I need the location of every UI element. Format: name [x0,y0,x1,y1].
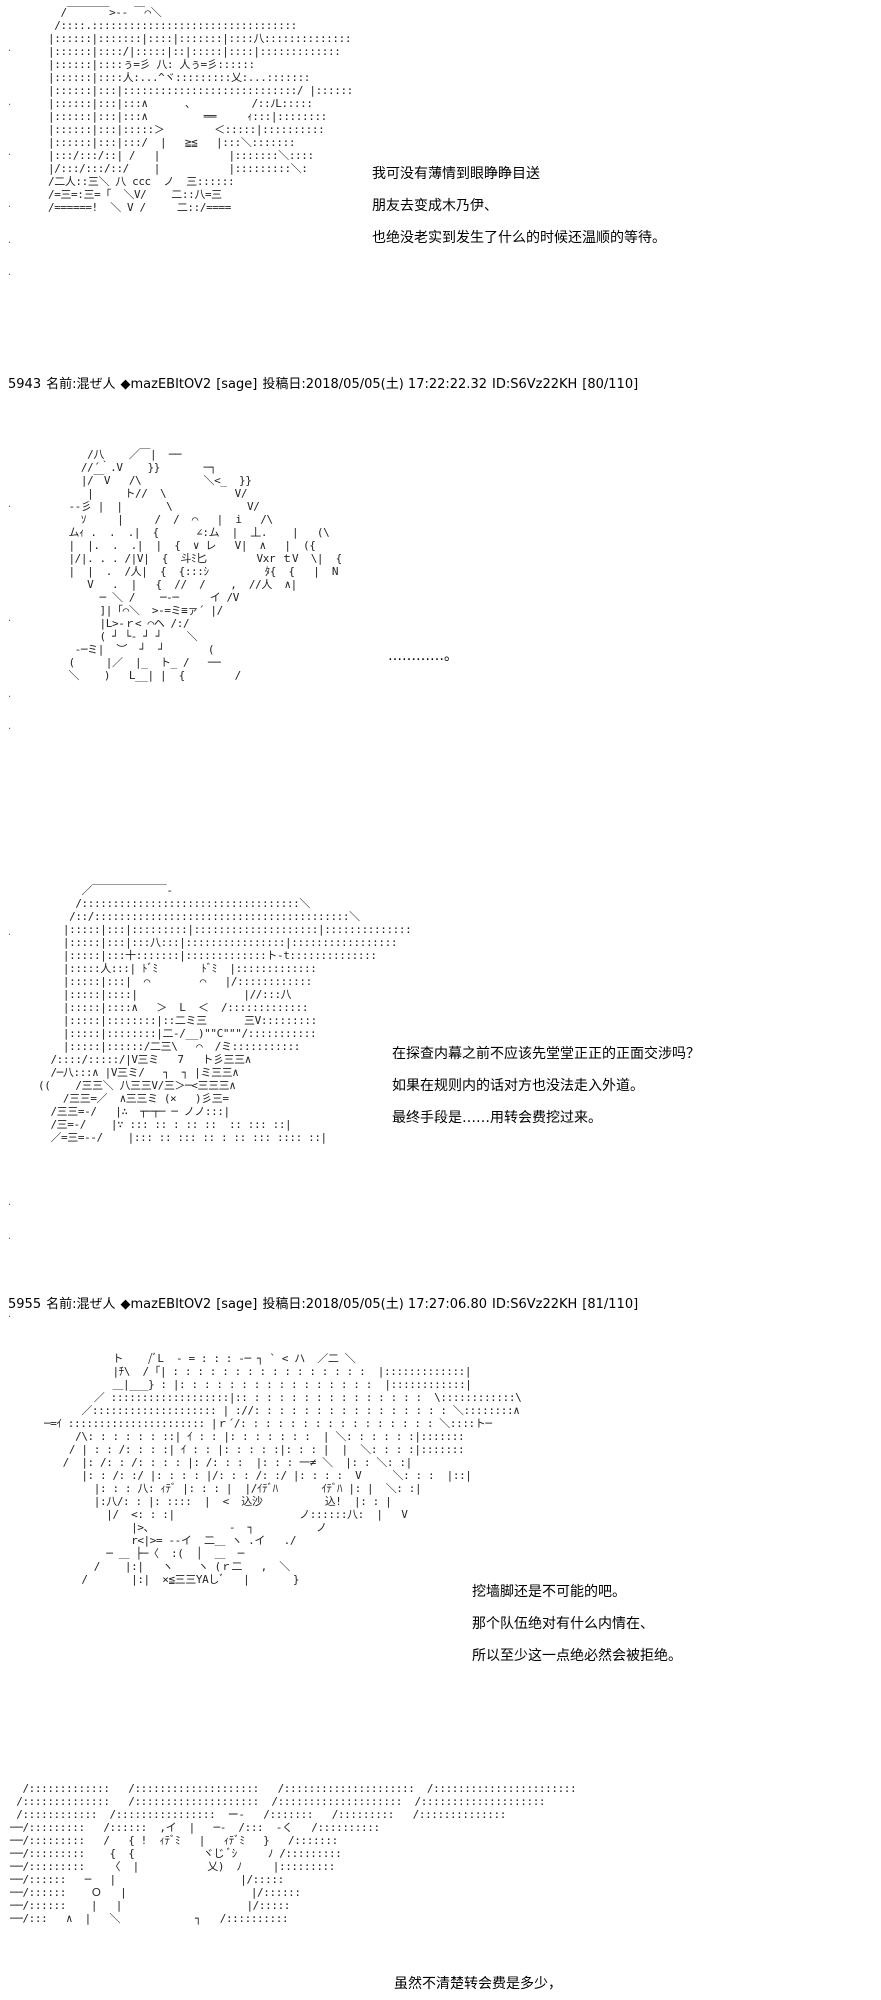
dialogue-panel-2: …………。 [388,640,458,672]
dialogue-line: 虽然不清楚转会费是多少， [394,1976,562,1992]
post-trip: ◆mazEBItOV2 [120,377,212,392]
post-count: [80/110] [582,377,639,392]
margin-dot: . [8,97,12,108]
ascii-art-panel-5: /::::::::::::: /:::::::::::::::::::: /::… [10,1782,577,1925]
dialogue-line: 如果在规则内的话对方也没法走入外道。 [392,1078,644,1094]
ascii-art-panel-1: /￣￣￣￣>-‐ ￣⌒＼ /::::.:::::::::::::::::::::… [48,6,353,214]
post-date-label: 投稿日: [262,377,306,392]
dialogue-line: …………。 [388,648,458,664]
dialogue-line: 也绝没老实到发生了什么的时候还温顺的等待。 [372,230,666,246]
margin-dot: . [8,499,12,510]
dialogue-line: 最终手段是……用转会费挖过来。 [392,1110,602,1126]
post-number: 5943 [8,377,42,392]
margin-dot: . [8,1309,12,1320]
post-number: 5955 [8,1297,42,1312]
margin-dot: . [8,613,12,624]
post-header: 5943 名前:混ぜ人 ◆mazEBItOV2 [sage] 投稿日:2018/05/0… [8,376,643,394]
dialogue-line: 那个队伍绝对有什么内情在、 [472,1616,654,1632]
margin-dot: . [8,199,12,210]
post-date: 2018/05/05(土) 17:22:22.32 [305,377,487,392]
post-name-label: 名前: [46,377,77,392]
post-author: 混ぜ人 [76,377,116,392]
post-mail: [sage] [216,1297,258,1312]
dialogue-line: 我可没有薄情到眼睁睁目送 [372,166,540,182]
margin-dot: . [8,267,12,278]
margin-dot: . [8,1231,12,1242]
post-date-label: 投稿日: [262,1297,306,1312]
ascii-art-panel-2: /八 ／￣| ── //´｀.V }} ─┐ |/￣V /\ ＼<_ }} | … [68,448,342,682]
dialogue-line: 朋友去变成木乃伊、 [372,198,498,214]
margin-dot: . [8,689,12,700]
dialogue-panel-3: 在探查内幕之前不应该先堂堂正正的正面交涉吗？ 如果在规则内的话对方也没法走入外道… [392,1038,700,1134]
margin-dot: . [8,1197,12,1208]
post-trip: ◆mazEBItOV2 [120,1297,212,1312]
post-id: ID:S6Vz22KH [491,377,578,392]
post-id: ID:S6Vz22KH [491,1297,578,1312]
margin-dot: . [8,235,12,246]
dialogue-panel-4: 挖墙脚还是不可能的吧。 那个队伍绝对有什么内情在、 所以至少这一点绝必然会被拒绝… [472,1576,682,1672]
dialogue-panel-1: 我可没有薄情到眼睁睁目送 朋友去变成木乃伊、 也绝没老实到发生了什么的时候还温顺… [372,158,666,254]
dialogue-line: 所以至少这一点绝必然会被拒绝。 [472,1648,682,1664]
post-header: 5955 名前:混ぜ人 ◆mazEBItOV2 [sage] 投稿日:2018/05/0… [8,1296,643,1314]
margin-dot: . [8,927,12,938]
post-count: [81/110] [582,1297,639,1312]
post-mail: [sage] [216,377,258,392]
margin-dot: . [8,147,12,158]
post-date: 2018/05/05(土) 17:27:06.80 [305,1297,487,1312]
ascii-art-panel-3: ／￣￣￣￣￣￣￣- /:::::::::::::::::::::::::::::… [38,884,412,1144]
dialogue-line: 挖墙脚还是不可能的吧。 [472,1584,626,1600]
dialogue-line: 在探查内幕之前不应该先堂堂正正的正面交涉吗？ [392,1046,700,1062]
dialogue-panel-5: 虽然不清楚转会费是多少， [394,1968,562,2000]
post-author: 混ぜ人 [76,1297,116,1312]
post-name-label: 名前: [46,1297,77,1312]
margin-dot: . [8,43,12,54]
margin-dot: . [8,721,12,732]
ascii-art-panel-4: ト /ﾞL - = : : : ‐─ ┐ ` < ハ ／二 ＼ |ﾁ\ / ｢|… [44,1352,522,1586]
